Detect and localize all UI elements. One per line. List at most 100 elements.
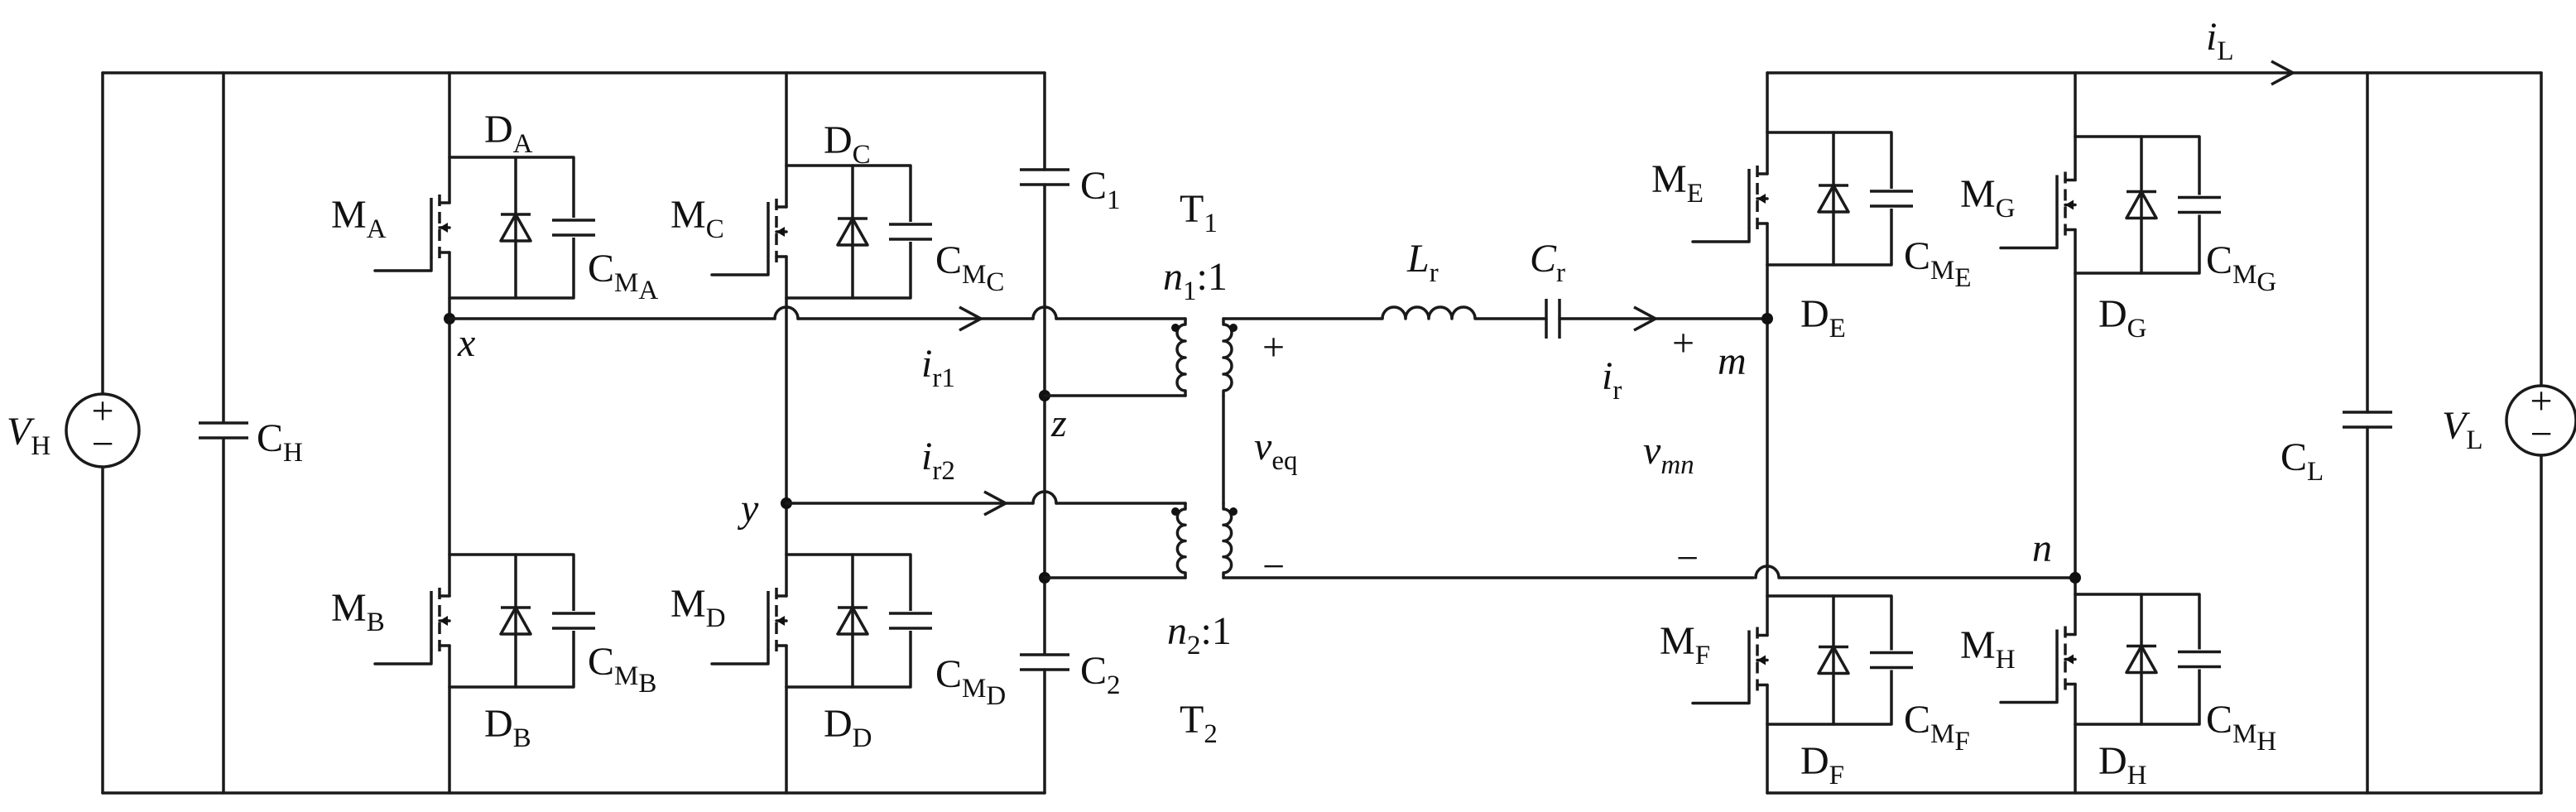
c1-label: C1 xyxy=(1080,164,1121,215)
switch-E-body-arrow xyxy=(1757,194,1766,204)
t2-label: T2 xyxy=(1180,698,1218,749)
node-z-label: z xyxy=(1050,401,1067,445)
switch-H-diode xyxy=(2125,644,2158,675)
switch-G-c-label: CMG xyxy=(2206,238,2276,297)
node-x-label: x xyxy=(457,321,475,365)
switch-H-box xyxy=(2074,593,2201,726)
switch-D xyxy=(710,553,932,689)
t1-primary-coil xyxy=(1175,323,1187,392)
switch-B-m-label: MB xyxy=(331,586,385,637)
ir-label: ir xyxy=(1602,354,1622,406)
veq-minus: − xyxy=(1262,545,1285,589)
switch-G-body-arrow xyxy=(2065,199,2074,210)
switch-F-m-label: MF xyxy=(1660,619,1710,670)
ir-arrow xyxy=(1633,305,1659,332)
veq-plus: + xyxy=(1262,325,1285,369)
wires xyxy=(101,71,2543,795)
switch-B-gate xyxy=(373,649,433,665)
vmn-minus: − xyxy=(1676,536,1699,580)
switch-H-gate xyxy=(1999,687,2059,704)
node-n-dot xyxy=(2069,572,2081,584)
node-n-label: n xyxy=(2032,526,2052,570)
switch-C-c-label: CMC xyxy=(935,238,1004,297)
vl-source-icon xyxy=(2505,384,2576,457)
vh-plus: + xyxy=(91,389,113,433)
switch-G-diode xyxy=(2125,190,2158,220)
il-label: iL xyxy=(2206,15,2234,66)
switch-C-d-label: DC xyxy=(824,118,871,170)
switch-H-cap-gap xyxy=(2196,649,2203,670)
vh-minus: − xyxy=(91,422,113,466)
cl-label: CL xyxy=(2280,435,2324,487)
switch-D-c-label: CMD xyxy=(935,652,1006,711)
switch-H-body-arrow xyxy=(2065,654,2074,665)
switch-D-cap-gap xyxy=(907,611,914,631)
lr-label: Lr xyxy=(1406,237,1439,288)
switch-E xyxy=(1691,131,1913,267)
hop-x-leg2 xyxy=(773,305,800,320)
switch-C-m-label: MC xyxy=(670,193,724,244)
switch-G-box xyxy=(2074,135,2201,275)
switch-A-box xyxy=(448,156,575,300)
switch-F-cap-gap xyxy=(1888,650,1895,670)
t2-dot-sec xyxy=(1229,507,1238,516)
t1-dot-pri xyxy=(1171,324,1180,332)
switch-B-box xyxy=(448,553,575,689)
ir1-label: ir1 xyxy=(921,342,955,393)
switch-C-cap-gap xyxy=(907,222,914,242)
switch-D-m-label: MD xyxy=(670,582,726,633)
switch-F xyxy=(1691,594,1913,726)
switch-A-m-label: MA xyxy=(331,193,387,244)
vl-plus: + xyxy=(2530,379,2552,423)
switch-E-box xyxy=(1766,131,1893,267)
switch-C xyxy=(710,164,932,300)
il-arrow xyxy=(2271,60,2296,86)
switch-C-diode xyxy=(836,217,869,247)
switch-H-d-label: DH xyxy=(2098,739,2147,790)
hop-x-cap xyxy=(1031,305,1058,320)
switch-H xyxy=(1999,593,2221,726)
components xyxy=(65,60,2576,726)
cr-label: Cr xyxy=(1530,237,1565,288)
veq-label: veq xyxy=(1254,425,1297,476)
ir1-arrow xyxy=(959,305,984,332)
switch-C-gate xyxy=(710,260,770,276)
switch-E-m-label: ME xyxy=(1651,157,1704,209)
switch-B-body-arrow xyxy=(440,616,448,626)
vh-source-icon xyxy=(65,392,141,468)
lr-inductor xyxy=(1381,305,1477,320)
vh-label: VH xyxy=(7,410,50,461)
switch-G-d-label: DG xyxy=(2098,292,2147,344)
vmn-plus: + xyxy=(1672,321,1694,365)
switch-A-d-label: DA xyxy=(484,108,533,159)
t2-secondary-coil xyxy=(1222,507,1233,574)
switch-F-diode xyxy=(1817,645,1850,675)
ir2-arrow xyxy=(983,490,1009,517)
switch-H-m-label: MH xyxy=(1960,623,2016,675)
hop-y-cap xyxy=(1031,490,1058,505)
switch-D-gate xyxy=(710,649,770,665)
switch-D-box xyxy=(785,553,912,689)
t1-dot-sec xyxy=(1229,324,1238,332)
switch-C-box xyxy=(785,164,912,300)
ch-label: CH xyxy=(257,416,303,468)
switch-H-c-label: CMH xyxy=(2206,698,2276,757)
switch-B xyxy=(373,553,595,689)
switch-G-gate xyxy=(1999,233,2059,250)
ir2-label: ir2 xyxy=(921,435,955,486)
node-m-dot xyxy=(1761,313,1773,324)
switch-D-diode xyxy=(836,606,869,636)
switch-E-cap-gap xyxy=(1888,189,1895,209)
vl-label: VL xyxy=(2442,404,2483,455)
vl-minus: − xyxy=(2530,412,2552,456)
switch-D-d-label: DD xyxy=(824,702,872,753)
switch-A-cap-gap xyxy=(570,218,577,238)
switch-B-c-label: CMB xyxy=(588,640,656,699)
switch-E-c-label: CME xyxy=(1904,234,1972,293)
switch-E-gate xyxy=(1691,227,1751,243)
switch-E-d-label: DE xyxy=(1800,292,1846,344)
switch-B-diode xyxy=(499,606,532,636)
t1-secondary-coil xyxy=(1222,323,1233,392)
switch-F-gate xyxy=(1691,688,1751,705)
